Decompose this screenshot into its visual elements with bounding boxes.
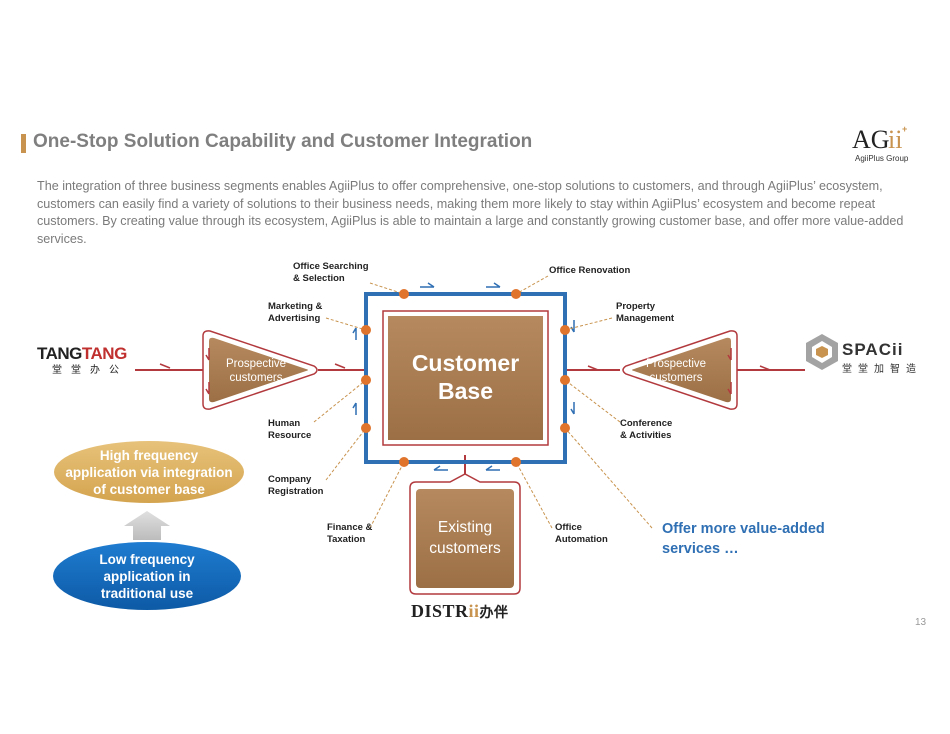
node-company-registration <box>361 423 371 433</box>
label-office-searching: Office Searching& Selection <box>293 261 369 284</box>
logo-ag-mark: AG <box>852 125 890 154</box>
node-finance <box>399 457 409 467</box>
node-office-automation <box>511 457 521 467</box>
node-property <box>560 325 570 335</box>
label-conference: Conference& Activities <box>620 418 673 441</box>
agiiplus-logo: AG ii + AgiiPlus Group <box>840 120 930 166</box>
node-office-renovation <box>511 289 521 299</box>
logo-ii-mark: ii <box>888 125 902 154</box>
page-title: One-Stop Solution Capability and Custome… <box>33 131 533 152</box>
customer-base-box <box>388 316 543 440</box>
tangtang-chinese-name: 堂堂办公 <box>52 365 128 376</box>
prospective-left-shape <box>209 337 308 403</box>
spacii-logo-mark <box>806 334 838 370</box>
node-human-resource <box>361 375 371 385</box>
node-marketing <box>361 325 371 335</box>
page-number: 13 <box>915 617 927 628</box>
prospective-right-shape <box>632 337 731 403</box>
intro-paragraph: The integration of three business segmen… <box>37 179 904 246</box>
label-marketing: Marketing &Advertising <box>268 301 323 324</box>
spacii-logo-text: SPACii <box>842 340 904 359</box>
node-value-added <box>560 423 570 433</box>
node-office-searching <box>399 289 409 299</box>
low-frequency-ellipse <box>53 542 241 610</box>
existing-customers-box <box>416 489 514 588</box>
up-arrow-icon <box>124 511 170 540</box>
service-nodes <box>361 289 570 467</box>
high-frequency-ellipse <box>54 441 244 503</box>
label-office-renovation: Office Renovation <box>549 265 631 276</box>
title-accent-bar <box>21 134 26 153</box>
spacii-chinese-name: 堂堂加智造 <box>842 364 922 375</box>
label-finance: Finance &Taxation <box>327 522 373 545</box>
tangtang-logo: TANGTANG <box>37 344 127 363</box>
logo-caption: AgiiPlus Group <box>855 154 909 163</box>
svg-text:+: + <box>902 124 907 134</box>
distrii-logo: DISTRii办伴 <box>411 601 509 621</box>
node-conference <box>560 375 570 385</box>
